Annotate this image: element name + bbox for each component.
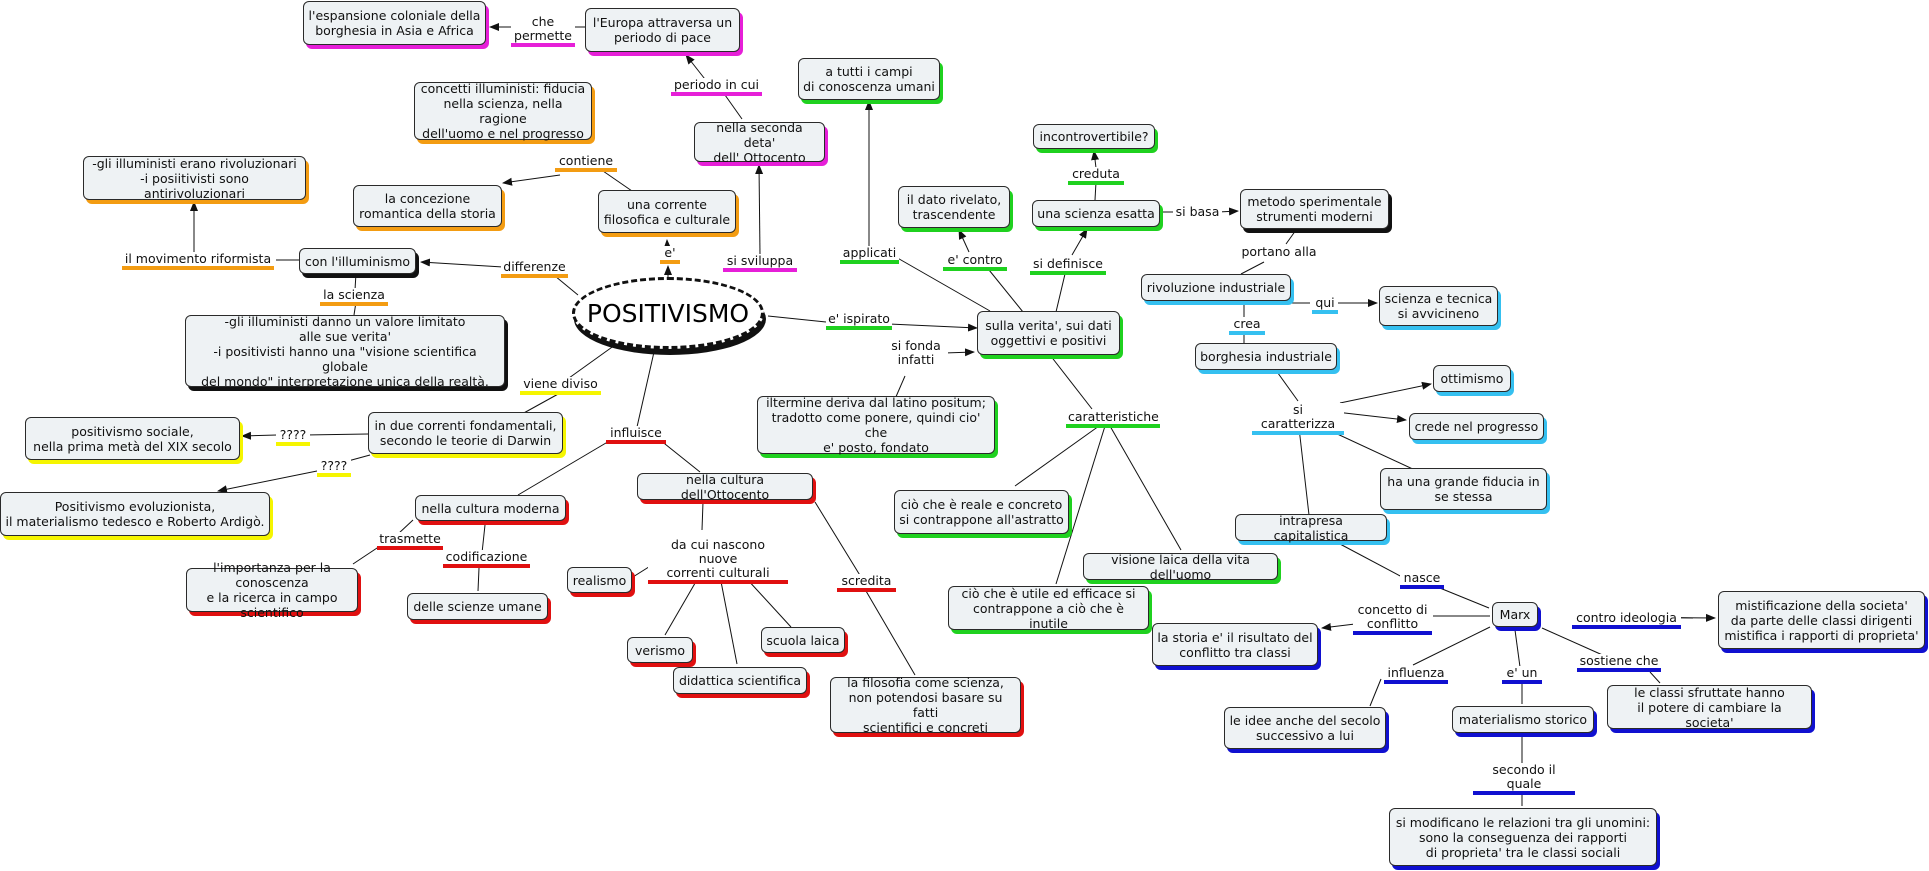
link-q2: ???? (317, 459, 351, 477)
link-q1: ???? (276, 428, 310, 446)
node-corrente-filosofica[interactable]: una corrente filosofica e culturale (598, 190, 736, 233)
node-rivoluzione-industriale[interactable]: rivoluzione industriale (1141, 274, 1291, 301)
node-mistificazione[interactable]: mistificazione della societa' da parte d… (1718, 591, 1925, 649)
node-didattica-scientifica[interactable]: didattica scientifica (673, 667, 807, 694)
link-si-definisce: si definisce (1030, 257, 1106, 275)
link-scredita: scredita (837, 574, 896, 592)
link-secondo-il-quale: secondo il quale (1473, 763, 1575, 795)
node-verismo[interactable]: verismo (627, 637, 693, 663)
link-crea: crea (1229, 317, 1265, 335)
link-si-sviluppa: si sviluppa (723, 254, 797, 272)
link-viene-diviso: viene diviso (520, 377, 601, 395)
link-trasmette: trasmette (377, 532, 443, 550)
node-marx[interactable]: Marx (1492, 602, 1538, 627)
link-che-permette: che permette (511, 15, 575, 47)
link-influenza: influenza (1384, 666, 1448, 684)
node-scienze-umane[interactable]: delle scienze umane (407, 593, 548, 620)
link-differenze: differenze (501, 260, 568, 278)
node-concetti-illuministi[interactable]: concetti illuministi: fiducia nella scie… (414, 81, 592, 141)
node-cultura-ottocento[interactable]: nella cultura dell'Ottocento (637, 472, 813, 502)
node-materialismo-storico[interactable]: materialismo storico (1452, 706, 1594, 733)
node-termine-deriva[interactable]: iltermine deriva dal latino positum; tra… (757, 395, 995, 455)
link-si-caratterizza: si caratterizza (1252, 403, 1344, 435)
node-positivismo-evoluzionista[interactable]: Positivismo evoluzionista, il materialis… (0, 492, 270, 536)
node-visione-laica[interactable]: visione laica della vita dell'uomo (1083, 552, 1278, 582)
node-ottimismo[interactable]: ottimismo (1433, 365, 1511, 392)
link-contiene: contiene (555, 154, 617, 172)
node-utile-efficace[interactable]: ciò che è utile ed efficace si contrappo… (948, 586, 1149, 631)
node-crede-progresso[interactable]: crede nel progresso (1409, 413, 1544, 440)
node-scuola-laica[interactable]: scuola laica (761, 627, 845, 653)
node-reale-concreto[interactable]: ciò che è reale e concreto si contrappon… (894, 490, 1069, 534)
node-intrapresa-capitalistica[interactable]: intrapresa capitalistica (1235, 513, 1387, 543)
link-e-un: e' un (1502, 666, 1542, 684)
node-cultura-moderna[interactable]: nella cultura moderna (415, 495, 566, 521)
link-si-basa: si basa (1173, 205, 1222, 219)
link-si-fonda-infatti: si fonda infatti (884, 339, 948, 367)
link-portano-alla: portano alla (1237, 245, 1321, 259)
link-contro-ideologia: contro ideologia (1572, 611, 1681, 629)
node-illuministi-rivoluzionari[interactable]: -gli illuministi erano rivoluzionari -i … (83, 156, 306, 201)
link-la-scienza: la scienza (320, 288, 388, 306)
node-realismo[interactable]: realismo (567, 567, 632, 593)
node-idee-secolo[interactable]: le idee anche del secolo successivo a lu… (1224, 707, 1386, 749)
node-dato-rivelato[interactable]: il dato rivelato, trascendente (898, 186, 1010, 228)
node-storia-conflitto[interactable]: la storia e' il risultato del conflitto … (1152, 623, 1318, 666)
node-europa-pace[interactable]: l'Europa attraversa un periodo di pace (585, 8, 740, 52)
node-scienza-esatta[interactable]: una scienza esatta (1032, 200, 1160, 227)
link-da-cui-nascono: da cui nascono nuove correnti culturali (648, 538, 788, 584)
node-seconda-meta[interactable]: nella seconda deta' dell' Ottocento (694, 120, 825, 165)
node-a-tutti-i-campi[interactable]: a tutti i campi di conoscenza umani (798, 58, 940, 100)
link-e-contro: e' contro (943, 253, 1007, 271)
node-positivismo-sociale[interactable]: positivismo sociale, nella prima metà de… (25, 417, 240, 460)
link-sostiene-che: sostiene che (1577, 654, 1661, 672)
node-espansione-coloniale[interactable]: l'espansione coloniale della borghesia i… (303, 1, 486, 45)
node-due-correnti[interactable]: in due correnti fondamentali, secondo le… (368, 412, 563, 454)
node-grande-fiducia[interactable]: ha una grande fiducia in se stessa (1380, 468, 1547, 510)
node-illuministi-valore[interactable]: -gli illuministi danno un valore limitat… (185, 314, 505, 389)
link-periodo-in-cui: periodo in cui (671, 78, 762, 96)
link-caratteristiche: caratteristiche (1066, 410, 1160, 428)
link-influisce: influisce (606, 426, 666, 444)
node-scienza-tecnica[interactable]: scienza e tecnica si avvicineno (1379, 286, 1498, 326)
node-filosofia-scienza[interactable]: la filosofia come scienza, non potendosi… (830, 675, 1021, 735)
link-qui: qui (1312, 296, 1338, 314)
link-concetto-di-conflitto: concetto di conflitto (1353, 603, 1432, 635)
node-sulla-verita[interactable]: sulla verita', sui dati oggettivi e posi… (977, 311, 1120, 355)
node-borghesia-industriale[interactable]: borghesia industriale (1195, 343, 1337, 370)
node-incontrovertibile[interactable]: incontrovertibile? (1033, 124, 1155, 149)
link-codificazione: codificazione (443, 550, 530, 568)
link-applicati: applicati (840, 246, 899, 264)
node-con-illuminismo[interactable]: con l'illuminismo (299, 248, 416, 274)
link-nasce: nasce (1400, 571, 1444, 589)
node-classi-sfruttate[interactable]: le classi sfruttate hanno il potere di c… (1607, 685, 1812, 730)
node-importanza-conoscenza[interactable]: l'importanza per la conoscenza e la rice… (186, 560, 358, 620)
central-concept-positivismo[interactable]: POSITIVISMO (572, 277, 764, 349)
link-il-movimento-riformista: il movimento riformista (122, 252, 274, 270)
node-concezione-romantica[interactable]: la concezione romantica della storia (353, 185, 502, 227)
node-metodo-sperimentale[interactable]: metodo sperimentale strumenti moderni (1240, 189, 1389, 229)
node-relazioni-uomini[interactable]: si modificano le relazioni tra gli unomi… (1389, 808, 1657, 866)
link-creduta: creduta (1068, 167, 1124, 185)
link-e: e' (660, 246, 680, 264)
link-e-ispirato: e' ispirato (826, 312, 892, 330)
